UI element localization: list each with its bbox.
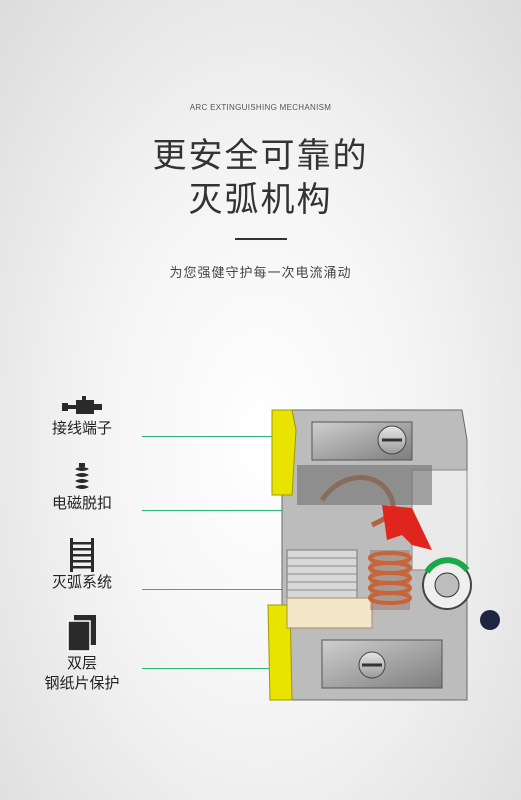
leader-line-double-layer <box>142 668 323 669</box>
leader-line-arc-system <box>142 589 320 590</box>
steel-sheets-icon <box>67 615 96 652</box>
feature-electromagnetic: 电磁脱扣 <box>22 463 142 513</box>
yellow-top-clip <box>271 409 297 496</box>
feature-double-layer-label-line1: 双层 <box>66 654 97 672</box>
feature-arc-system: 灭弧系统 <box>22 538 142 592</box>
copper-coil <box>368 550 412 610</box>
arc-grid-icon <box>70 538 94 572</box>
feature-double-layer: 双层 钢纸片保护 <box>22 615 142 693</box>
feature-electromagnetic-label: 电磁脱扣 <box>51 494 112 512</box>
feature-arc-system-label: 灭弧系统 <box>51 573 112 591</box>
yellow-bottom-clip <box>267 604 293 701</box>
feature-terminal-label: 接线端子 <box>51 419 112 437</box>
feature-terminal: 接线端子 <box>22 396 142 438</box>
kicker-text: ARC EXTINGUISHING MECHANISM <box>189 103 332 112</box>
title-divider <box>235 238 287 240</box>
page-title-line1: 更安全可靠的 <box>152 136 369 176</box>
red-trip-lever <box>382 505 432 550</box>
steel-paper-sheets <box>286 597 373 629</box>
black-knob <box>480 610 500 630</box>
page-title-line2: 灭弧机构 <box>188 180 333 220</box>
terminal-screw-icon <box>62 396 102 414</box>
leader-line-electromagnetic <box>142 510 402 511</box>
leader-line-terminal <box>142 436 394 437</box>
coil-spring-icon <box>75 463 89 489</box>
feature-double-layer-label-line2: 钢纸片保护 <box>44 674 120 692</box>
circuit-breaker-illustration <box>267 409 500 701</box>
subtitle: 为您强健守护每一次电流涌动 <box>169 266 352 281</box>
